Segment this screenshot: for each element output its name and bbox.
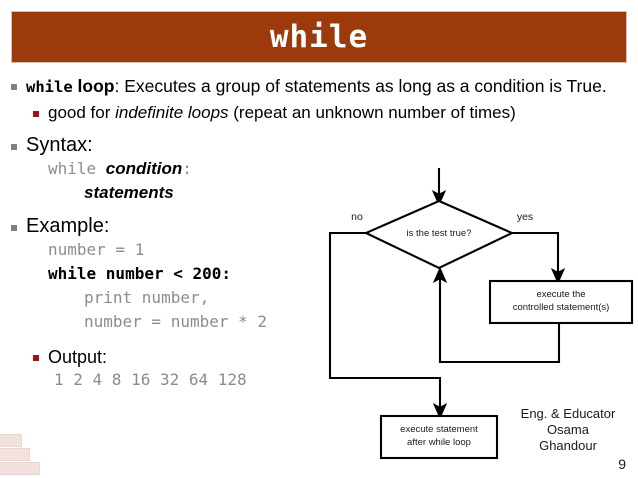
bullet-while-loop-text: while loop: Executes a group of statemen… — [26, 75, 607, 99]
decor-brick — [0, 434, 22, 447]
sub-bullet-prefix: good for — [48, 103, 116, 122]
heading-example: Example: — [0, 214, 638, 238]
syntax-statements: statements — [84, 183, 174, 202]
flow-body-box — [488, 279, 634, 325]
flow-loopback-path — [432, 266, 561, 364]
example-code-line-1: number = 1 — [48, 240, 145, 259]
page-number: 9 — [618, 456, 626, 472]
syntax-condition: condition — [105, 159, 183, 178]
example-code-line-2-text: while number < 200: — [48, 264, 232, 283]
flow-body-box-line2: controlled statement(s) — [513, 302, 610, 313]
decor-brick — [0, 462, 40, 475]
flow-yes-path — [512, 231, 566, 285]
slide-body: while loop: Executes a group of statemen… — [0, 70, 638, 392]
sub-bullet-square-icon — [33, 111, 39, 117]
example-code-line-4: number = number * 2 — [84, 312, 268, 331]
while-loop-flowchart: is the test true? no yes execute the con… — [320, 165, 638, 470]
flow-no-path — [328, 231, 448, 420]
heading-example-label: Example: — [26, 215, 110, 237]
bullet-indefinite-loops-text: good for indefinite loops (repeat an unk… — [48, 102, 516, 124]
example-code-line-3: print number, — [84, 288, 210, 307]
decor-brick — [0, 448, 30, 461]
output-values: 1 2 4 8 16 32 64 128 — [54, 370, 247, 389]
heading-syntax: Syntax: — [0, 133, 638, 157]
heading-output-label: Output: — [48, 347, 108, 367]
sub-bullet-square-icon — [33, 355, 39, 361]
flow-no-label: no — [351, 211, 363, 223]
bullet-square-icon — [11, 144, 17, 150]
heading-output: Output: — [0, 346, 638, 368]
syntax-colon: : — [182, 159, 192, 178]
flow-after-box-line2: after while loop — [407, 437, 471, 448]
example-code-line-2: while number < 200: — [0, 262, 638, 286]
keyword-while: while — [26, 78, 73, 96]
page-title: while — [269, 18, 369, 55]
bullet-square-icon — [11, 225, 17, 231]
decorative-bricks-graphic — [0, 430, 62, 478]
heading-syntax-label: Syntax: — [26, 134, 93, 156]
flow-after-box-line1: execute statement — [400, 424, 478, 435]
attribution: Eng. & Educator Osama Ghandour — [498, 406, 638, 454]
bullet-square-icon — [11, 84, 17, 90]
decision-diamond-label: is the test true? — [407, 228, 472, 239]
flow-yes-label: yes — [517, 211, 533, 223]
sub-bullet-italic: indefinite loops — [115, 103, 229, 122]
bullet-indefinite-loops: good for indefinite loops (repeat an unk… — [0, 102, 638, 124]
syntax-line-while: while condition: — [0, 157, 638, 181]
attribution-line-2: Ghandour — [539, 438, 597, 453]
slide-title-bar: while — [11, 11, 627, 63]
flow-after-box — [379, 414, 499, 460]
bullet-while-loop: while loop: Executes a group of statemen… — [0, 75, 638, 99]
bullet-while-loop-rest: : Executes a group of statements as long… — [114, 76, 607, 96]
syntax-line-statements: statements — [0, 181, 638, 205]
keyword-loop: loop — [72, 76, 115, 96]
syntax-keyword-while: while — [48, 159, 106, 178]
flow-body-box-line1: execute the — [536, 289, 585, 300]
sub-bullet-suffix: (repeat an unknown number of times) — [228, 103, 516, 122]
attribution-line-1: Eng. & Educator Osama — [520, 406, 616, 437]
